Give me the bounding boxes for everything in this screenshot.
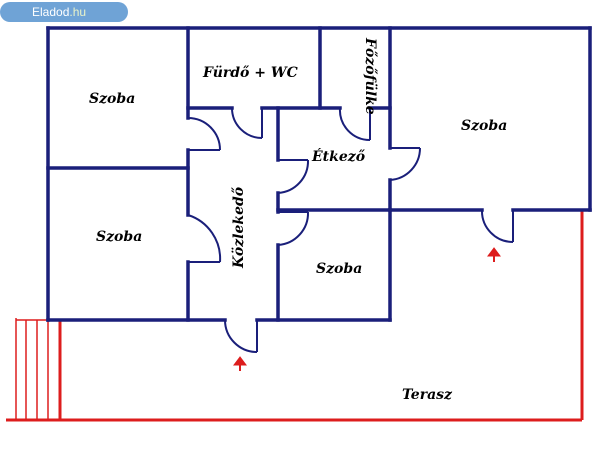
walls bbox=[46, 26, 592, 322]
room-label-szoba-top-left: Szoba bbox=[89, 91, 135, 107]
eladod-logo-badge: Eladod.hu bbox=[0, 2, 128, 22]
terrace-outline bbox=[6, 210, 584, 422]
door-swings bbox=[187, 107, 514, 353]
room-label-szoba-right: Szoba bbox=[461, 118, 507, 134]
room-label-terasz: Terasz bbox=[402, 387, 453, 403]
room-label-szoba-small: Szoba bbox=[316, 261, 362, 277]
room-label-etkezo: Étkező bbox=[311, 147, 366, 165]
logo-tld: .hu bbox=[69, 5, 87, 19]
entrance-arrow-icon bbox=[487, 247, 501, 262]
terrace-steps bbox=[15, 318, 49, 420]
room-label-szoba-mid-left: Szoba bbox=[96, 229, 142, 245]
entrance-arrow-icon bbox=[233, 356, 247, 371]
room-label-fozofulke: Főzőfülke bbox=[362, 37, 378, 115]
logo-site: Eladod bbox=[32, 5, 70, 19]
room-label-furdo-wc: Fürdő + WC bbox=[202, 65, 298, 81]
room-label-kozlekedo: Közlekedő bbox=[231, 186, 247, 269]
